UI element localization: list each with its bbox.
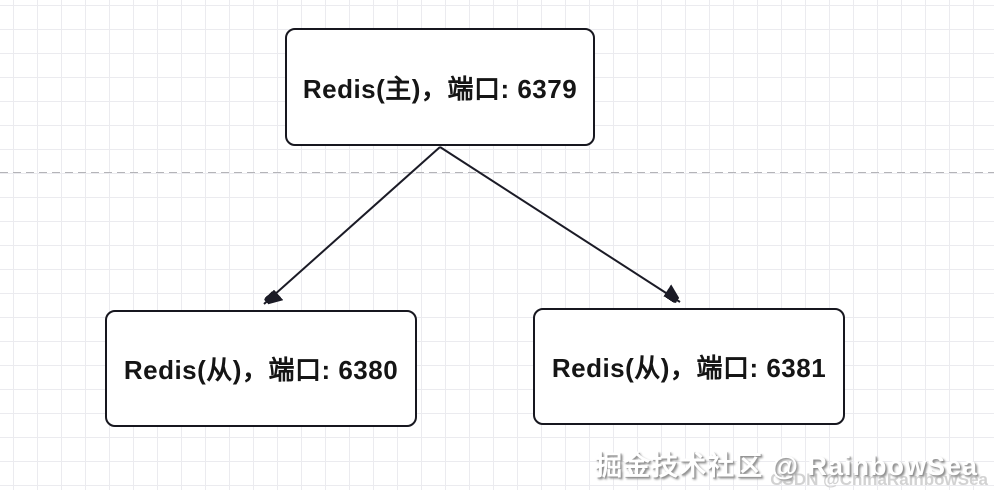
node-redis-master-label: Redis(主)，端口: 6379: [302, 73, 578, 104]
edge-master-to-slave1: [263, 146, 441, 304]
node-redis-slave-6381: Redis(从)，端口: 6381: [533, 308, 845, 425]
node-redis-slave-6380: Redis(从)，端口: 6380: [105, 310, 417, 427]
edge-master-to-slave2: [439, 146, 680, 302]
node-redis-master: Redis(主)，端口: 6379: [285, 28, 595, 146]
node-redis-slave-6381-label: Redis(从)，端口: 6381: [551, 353, 827, 383]
node-redis-slave-6380-label: Redis(从)，端口: 6380: [123, 355, 399, 385]
page-boundary-dashed-line: [0, 172, 994, 173]
watermark-csdn: CSDN @ChinaRainbowSea: [770, 470, 988, 489]
watermark-juejin: 掘金技术社区 @ RainbowSea: [595, 451, 978, 481]
